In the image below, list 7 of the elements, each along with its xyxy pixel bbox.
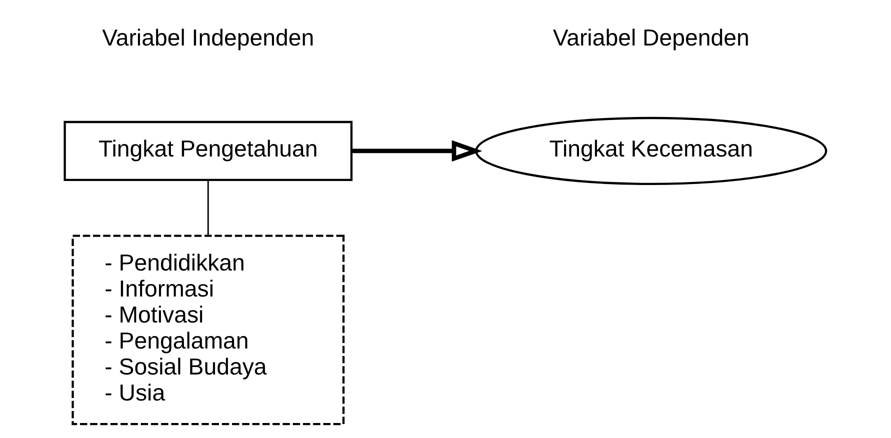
node-ellipse: Tingkat Kecemasan bbox=[475, 116, 828, 185]
node-box: - Pendidikkan - Informasi - Motivasi - Pengalaman - Sosial Budaya - Usia bbox=[72, 234, 345, 426]
connector bbox=[207, 180, 209, 236]
arrow bbox=[352, 140, 482, 162]
label: Variabel Dependen bbox=[552, 24, 750, 51]
label: Variabel Independen bbox=[102, 24, 314, 51]
node-box: Tingkat Pengetahuan bbox=[64, 120, 353, 181]
